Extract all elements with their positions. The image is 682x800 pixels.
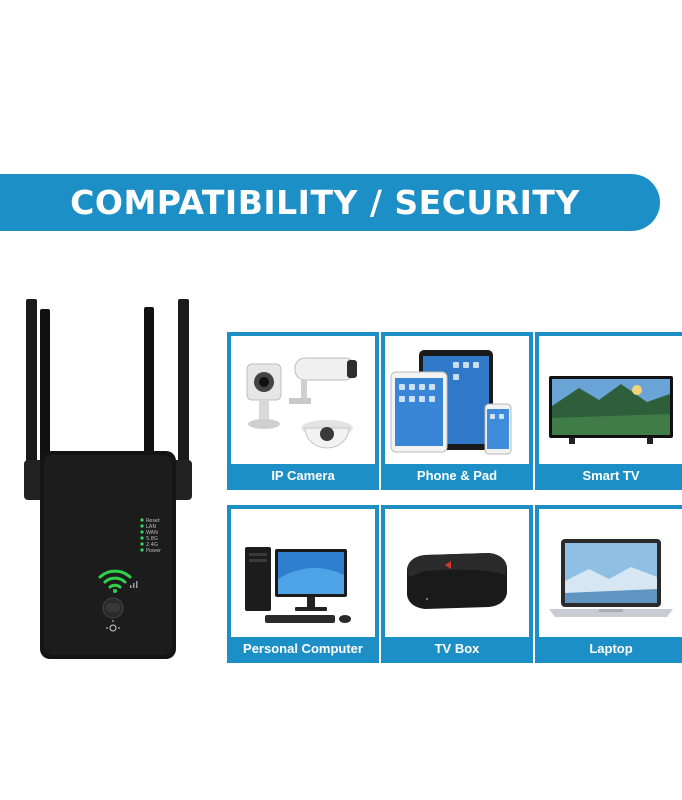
computer-icon — [231, 509, 375, 637]
card-label: Laptop — [539, 637, 682, 659]
card-personal-computer: Personal Computer — [227, 505, 379, 663]
card-label: TV Box — [385, 637, 529, 659]
phone-pad-icon — [385, 336, 529, 464]
wifi-extender-image: Reset LAN WAN 5.8G 2.4G Power — [18, 295, 198, 665]
card-tv-box: TV Box — [381, 505, 533, 663]
card-smart-tv: Smart TV — [535, 332, 682, 490]
wifi-icon — [98, 569, 132, 589]
banner-title: COMPATIBILITY / SECURITY — [70, 183, 580, 222]
card-ip-camera: IP Camera — [227, 332, 379, 490]
led-label: 5.8G — [146, 536, 158, 542]
card-label: Phone & Pad — [385, 464, 529, 486]
led-label: Reset — [146, 518, 160, 524]
led-label: LAN — [146, 524, 156, 530]
card-label: Personal Computer — [231, 637, 375, 659]
card-label: IP Camera — [231, 464, 375, 486]
led-label: WAN — [146, 530, 158, 536]
led-indicators — [140, 518, 144, 552]
light-icon — [106, 620, 120, 632]
smart-tv-icon — [539, 336, 682, 464]
ip-camera-icon — [231, 336, 375, 464]
title-banner: COMPATIBILITY / SECURITY — [0, 174, 660, 231]
tv-box-icon — [385, 509, 529, 637]
card-phone-pad: Phone & Pad — [381, 332, 533, 490]
led-label: Power — [146, 548, 162, 554]
led-label: 2.4G — [146, 542, 158, 548]
card-label: Smart TV — [539, 464, 682, 486]
card-laptop: Laptop — [535, 505, 682, 663]
laptop-icon — [539, 509, 682, 637]
